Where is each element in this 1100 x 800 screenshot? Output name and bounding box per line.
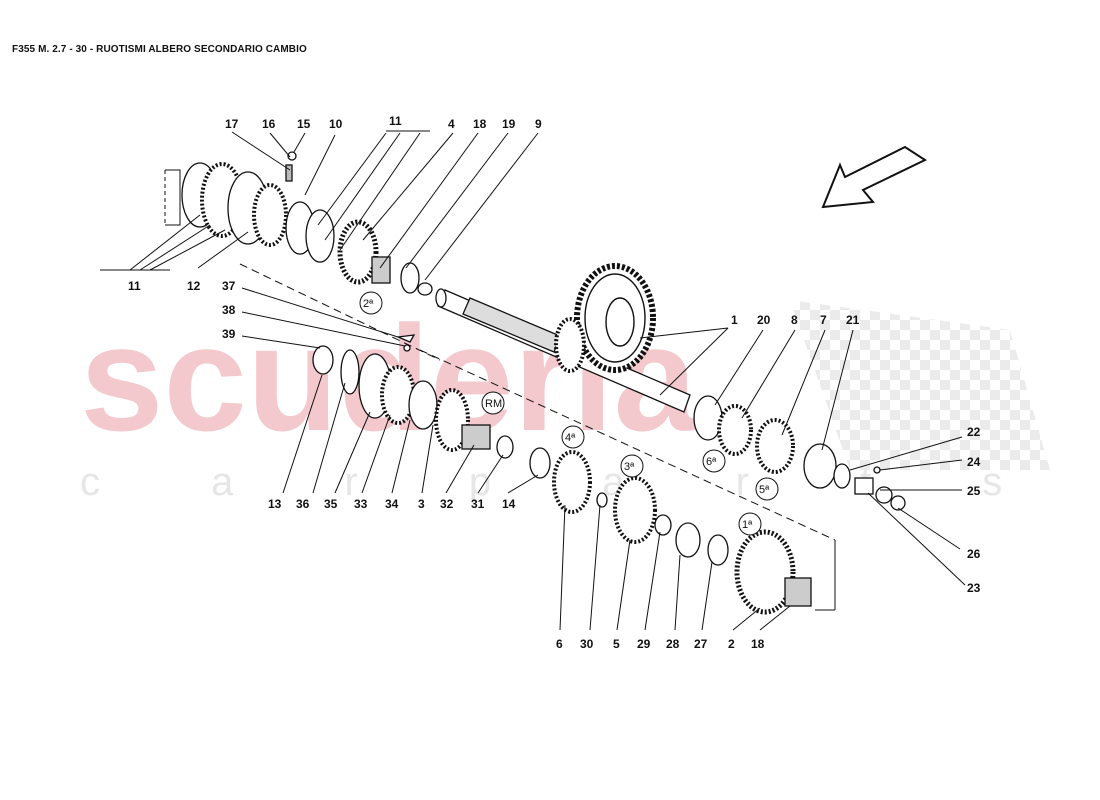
callout-1: 1 (731, 313, 738, 327)
callout-9: 9 (535, 117, 542, 131)
upper-synchro-pack (181, 151, 433, 296)
callout-6: 6 (556, 637, 563, 651)
callout-13: 13 (268, 497, 282, 511)
callout-numbers: 17 16 15 10 11 4 18 19 9 11 12 37 38 39 … (128, 114, 981, 651)
callout-25: 25 (967, 484, 981, 498)
callout-18-top: 18 (473, 117, 487, 131)
callout-15: 15 (297, 117, 311, 131)
callout-36: 36 (296, 497, 310, 511)
callout-12: 12 (187, 279, 201, 293)
callout-39: 39 (222, 327, 236, 341)
callout-30: 30 (580, 637, 594, 651)
callout-2: 2 (728, 637, 735, 651)
leader-lines (100, 130, 966, 631)
gear-label-reverse: RM (485, 398, 502, 410)
callout-16: 16 (262, 117, 276, 131)
gear-label-1: 1ª (742, 519, 753, 531)
callout-3: 3 (418, 497, 425, 511)
callout-32: 32 (440, 497, 454, 511)
gear-label-2: 2ª (363, 298, 374, 310)
callout-28: 28 (666, 637, 680, 651)
callout-27: 27 (694, 637, 708, 651)
callout-35: 35 (324, 497, 338, 511)
callout-20: 20 (757, 313, 771, 327)
callout-18-bottom: 18 (751, 637, 765, 651)
gear-position-markers (359, 291, 779, 536)
upper-right-gear-train (693, 395, 906, 511)
arrow-icon (821, 145, 928, 209)
callout-4: 4 (448, 117, 455, 131)
callout-21: 21 (846, 313, 860, 327)
callout-29: 29 (637, 637, 651, 651)
gear-label-4: 4ª (565, 432, 576, 444)
callout-33: 33 (354, 497, 368, 511)
callout-38: 38 (222, 303, 236, 317)
gear-label-5: 5ª (759, 484, 770, 496)
callout-34: 34 (385, 497, 399, 511)
gear-label-6: 6ª (706, 456, 717, 468)
callout-5: 5 (613, 637, 620, 651)
crown-gear (554, 263, 656, 373)
lower-synchro-pack (312, 334, 491, 452)
callout-8: 8 (791, 313, 798, 327)
callout-19: 19 (502, 117, 516, 131)
callout-22: 22 (967, 425, 981, 439)
lower-gear-train (496, 435, 812, 615)
callout-23: 23 (967, 581, 981, 595)
callout-11-left: 11 (128, 279, 141, 293)
page-title: F355 M. 2.7 - 30 - RUOTISMI ALBERO SECON… (12, 44, 307, 55)
callout-11-top: 11 (389, 114, 402, 128)
callout-17: 17 (225, 117, 239, 131)
callout-14: 14 (502, 497, 516, 511)
callout-10: 10 (329, 117, 343, 131)
callout-7: 7 (820, 313, 827, 327)
callout-26: 26 (967, 547, 981, 561)
callout-31: 31 (471, 497, 485, 511)
gear-label-3: 3ª (624, 461, 635, 473)
callout-24: 24 (967, 455, 981, 469)
callout-37: 37 (222, 279, 236, 293)
gear-position-labels: 2ª 4ª 3ª 6ª 5ª 1ª RM (363, 298, 770, 531)
